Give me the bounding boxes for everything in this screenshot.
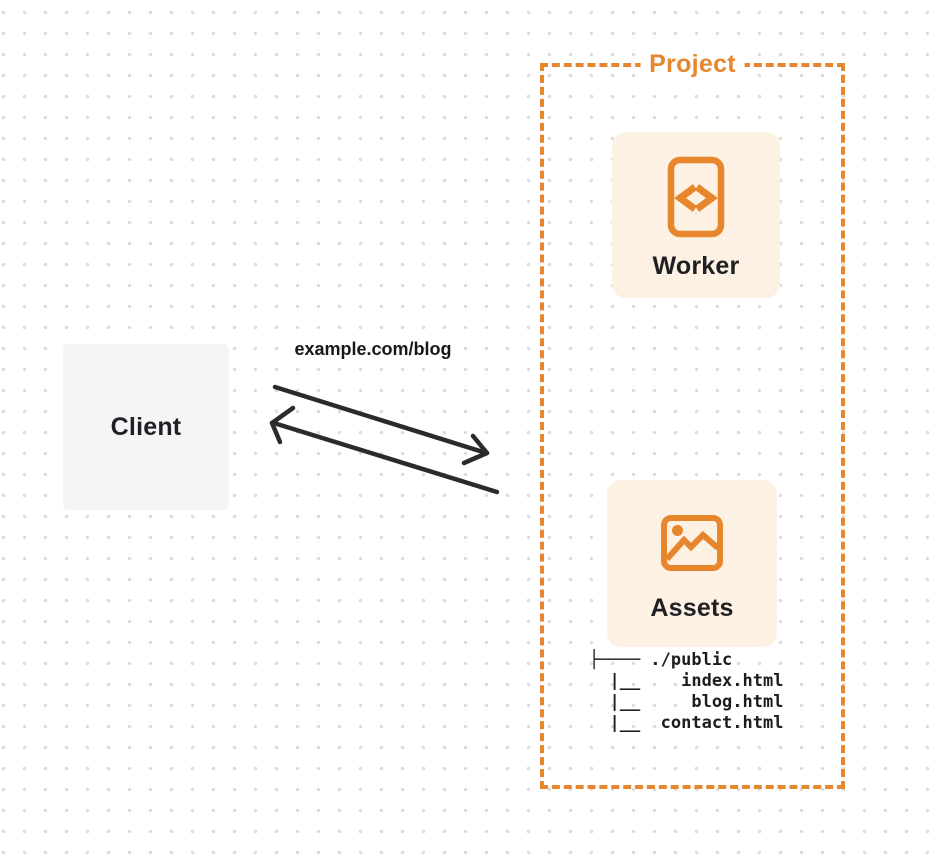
request-url-label: example.com/blog xyxy=(294,339,452,359)
tree-line-public: ├──── ./public xyxy=(589,650,733,670)
code-file-icon xyxy=(667,156,725,238)
project-container: Project Worker Assets ├──── ./public |__… xyxy=(540,50,845,789)
tree-line-blog: |__ blog.html xyxy=(589,692,784,712)
tree-line-index: |__ index.html xyxy=(589,671,784,691)
client-node: Client xyxy=(63,344,229,510)
worker-node: Worker xyxy=(612,132,780,298)
request-arrow xyxy=(272,384,490,466)
image-icon xyxy=(661,515,723,571)
worker-label: Worker xyxy=(652,252,740,280)
tree-line-contact: |__ contact.html xyxy=(589,713,784,733)
project-label: Project xyxy=(640,50,745,79)
response-arrow xyxy=(269,405,500,495)
assets-node: Assets xyxy=(607,480,777,647)
client-label: Client xyxy=(110,412,182,441)
image-icon-sun xyxy=(672,525,683,536)
assets-label: Assets xyxy=(650,594,734,622)
assets-file-tree: ├──── ./public |__ index.html |__ blog.h… xyxy=(589,650,783,734)
